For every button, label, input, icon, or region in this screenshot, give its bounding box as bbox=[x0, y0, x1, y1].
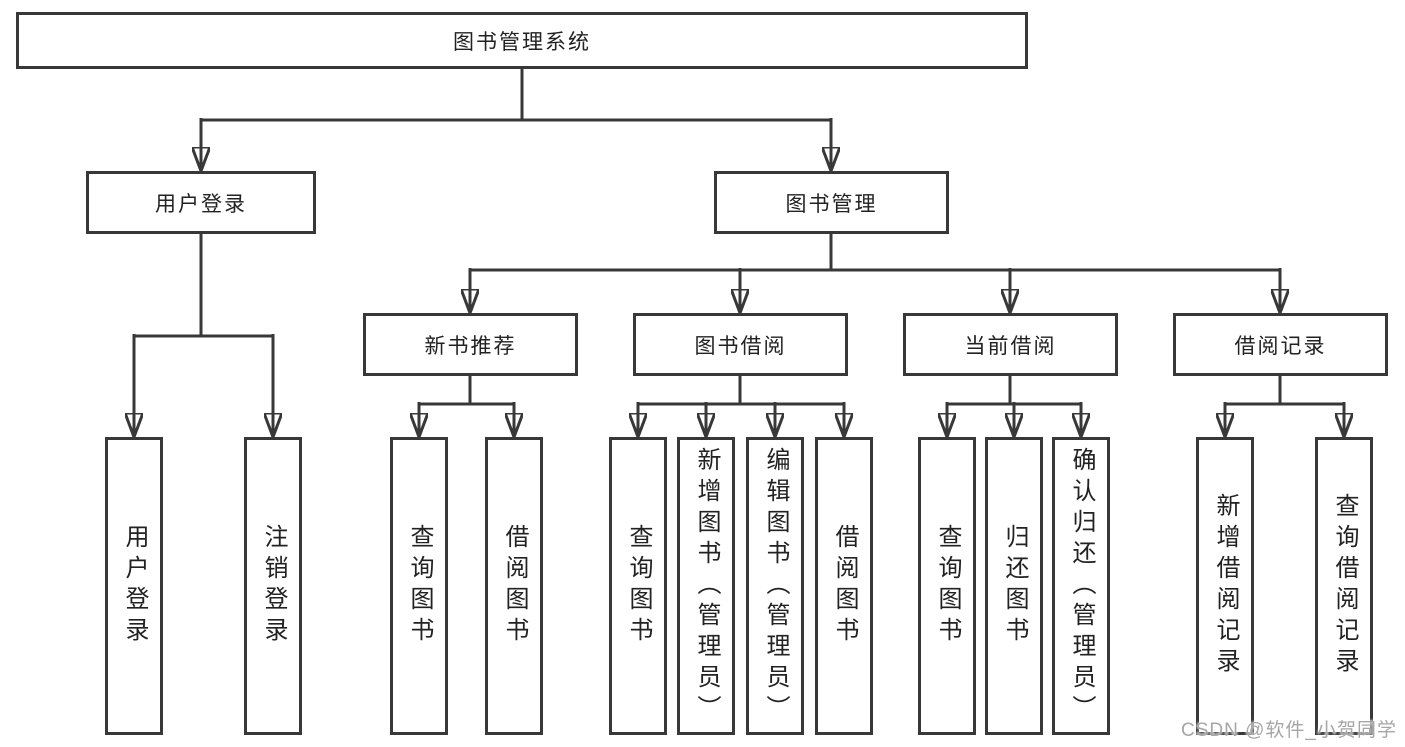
node-library-management-system: 图书管理系统 bbox=[16, 12, 1028, 69]
leaf-label: 借阅图书 bbox=[501, 524, 528, 648]
connector-current-borrow-elbow bbox=[947, 376, 1081, 406]
connector-book-borrow-elbow bbox=[638, 376, 844, 406]
leaf-borrow-books-recommend: 借阅图书 bbox=[485, 437, 543, 735]
node-book-management: 图书管理 bbox=[714, 171, 949, 234]
connector-book-management-elbow bbox=[470, 234, 1280, 272]
leaf-label: 归还图书 bbox=[1001, 524, 1028, 648]
node-label: 图书管理系统 bbox=[453, 30, 591, 54]
leaf-label: 注销登录 bbox=[260, 524, 287, 648]
leaf-user-login: 用户登录 bbox=[105, 437, 163, 735]
leaf-label: 新增图书（管理员） bbox=[693, 446, 720, 726]
leaf-label: 查询借阅记录 bbox=[1331, 493, 1358, 679]
node-label: 新书推荐 bbox=[424, 334, 517, 358]
csdn-watermark: CSDN @软件_小贺同学 bbox=[1181, 720, 1397, 741]
leaf-add-borrow-record: 新增借阅记录 bbox=[1196, 437, 1254, 735]
leaf-label: 查询图书 bbox=[625, 524, 652, 648]
leaf-add-books-admin: 新增图书（管理员） bbox=[677, 437, 735, 735]
node-label: 图书管理 bbox=[785, 192, 878, 216]
node-label: 图书借阅 bbox=[694, 334, 787, 358]
connector-root-elbow bbox=[201, 69, 831, 122]
node-current-borrow: 当前借阅 bbox=[903, 313, 1118, 376]
leaf-label: 确认归还（管理员） bbox=[1068, 446, 1095, 726]
leaf-confirm-return-admin: 确认归还（管理员） bbox=[1052, 437, 1110, 735]
leaf-query-books-current: 查询图书 bbox=[918, 437, 976, 735]
leaf-return-books: 归还图书 bbox=[985, 437, 1043, 735]
leaf-edit-books-admin: 编辑图书（管理员） bbox=[746, 437, 804, 735]
leaf-label: 查询图书 bbox=[934, 524, 961, 648]
node-borrow-record: 借阅记录 bbox=[1173, 313, 1388, 376]
leaf-logout-login: 注销登录 bbox=[244, 437, 302, 735]
leaf-query-books-recommend: 查询图书 bbox=[390, 437, 448, 735]
connector-user-login-elbow bbox=[134, 234, 273, 338]
leaf-label: 编辑图书（管理员） bbox=[762, 446, 789, 726]
leaf-query-borrow-record: 查询借阅记录 bbox=[1315, 437, 1373, 735]
node-label: 当前借阅 bbox=[964, 334, 1057, 358]
connector-borrow-record-elbow bbox=[1225, 376, 1344, 406]
leaf-label: 新增借阅记录 bbox=[1212, 493, 1239, 679]
leaf-label: 用户登录 bbox=[121, 524, 148, 648]
node-label: 用户登录 bbox=[155, 192, 247, 216]
leaf-borrow-books-borrow: 借阅图书 bbox=[815, 437, 873, 735]
leaf-label: 借阅图书 bbox=[831, 524, 858, 648]
connector-new-book-recommend-elbow bbox=[419, 376, 514, 406]
node-label: 借阅记录 bbox=[1234, 334, 1327, 358]
leaf-label: 查询图书 bbox=[406, 524, 433, 648]
node-user-login: 用户登录 bbox=[86, 171, 316, 234]
node-book-borrow: 图书借阅 bbox=[633, 313, 848, 376]
leaf-query-books-borrow: 查询图书 bbox=[609, 437, 667, 735]
node-new-book-recommend: 新书推荐 bbox=[363, 313, 578, 376]
